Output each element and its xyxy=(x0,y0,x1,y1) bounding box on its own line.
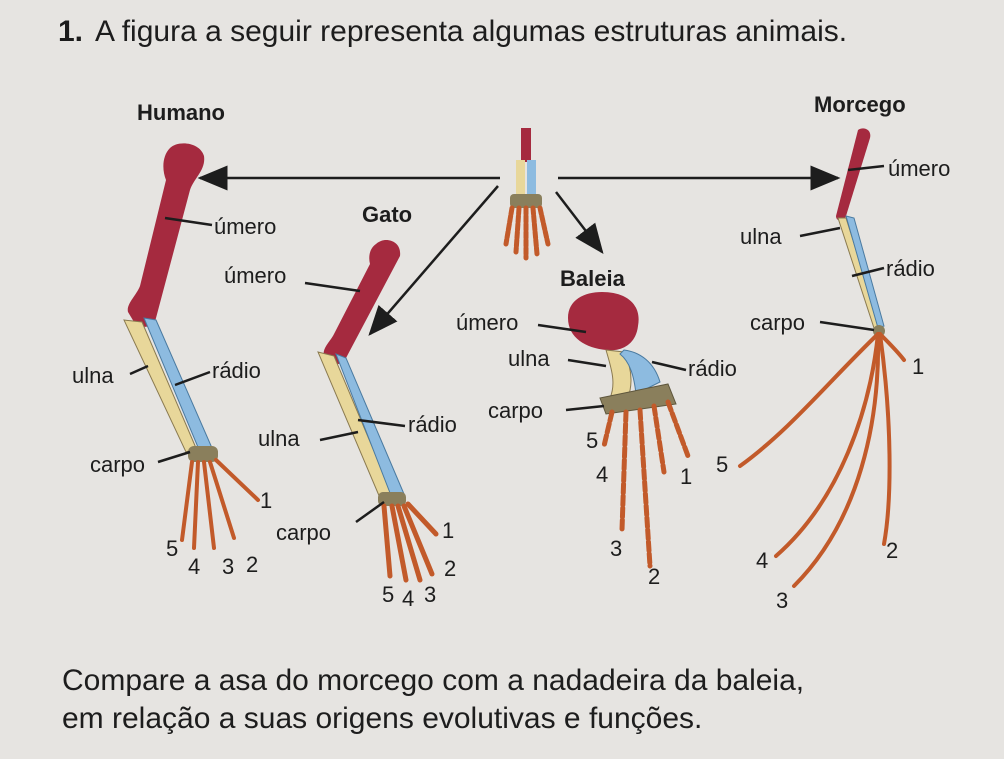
cat-carpals xyxy=(378,492,406,506)
generic-radius xyxy=(527,160,536,196)
human-label-radio: rádio xyxy=(212,358,261,383)
human-digit-3: 3 xyxy=(222,554,234,579)
cat-label-ulna: ulna xyxy=(258,426,300,451)
human-label-ulna: ulna xyxy=(72,363,114,388)
bat-digit-3: 3 xyxy=(776,588,788,613)
whale-label-carpo: carpo xyxy=(488,398,543,423)
whale-limb xyxy=(568,292,691,569)
whale-carpals xyxy=(599,383,677,415)
human-label-carpo: carpo xyxy=(90,452,145,477)
human-limb xyxy=(123,143,260,550)
cat-labels: úmero ulna rádio carpo 1 2 3 4 5 xyxy=(224,263,457,611)
cat-digit-3: 3 xyxy=(424,582,436,607)
generic-ulna xyxy=(516,160,525,196)
human-digit-4: 4 xyxy=(188,554,200,579)
whale-label-radio: rádio xyxy=(688,356,737,381)
prompt-line-1: Compare a asa do morcego com a nadadeira… xyxy=(62,664,805,697)
cat-label-carpo: carpo xyxy=(276,520,331,545)
whale-digit-4: 4 xyxy=(596,462,608,487)
arrows xyxy=(197,165,841,336)
title-whale: Baleia xyxy=(560,266,626,291)
human-humerus xyxy=(127,143,205,327)
whale-digit-2: 2 xyxy=(648,564,660,589)
bat-label-umero: úmero xyxy=(888,156,950,181)
whale-label-umero: úmero xyxy=(456,310,518,335)
cat-digit-5: 5 xyxy=(382,582,394,607)
title-bat: Morcego xyxy=(814,92,906,117)
generic-carpals xyxy=(510,194,542,208)
bat-limb xyxy=(738,128,906,588)
cat-limb xyxy=(317,240,439,583)
question-header: 1. A figura a seguir representa algumas e… xyxy=(58,12,988,52)
human-carpals xyxy=(188,446,218,462)
generic-digits xyxy=(503,205,551,261)
question-text: A figura a seguir representa algumas est… xyxy=(95,15,848,48)
prompt-line-2: em relação a suas origens evolutivas e f… xyxy=(62,702,703,735)
bat-digit-4: 4 xyxy=(756,548,768,573)
cat-ulna xyxy=(317,351,393,499)
bat-label-radio: rádio xyxy=(886,256,935,281)
whale-digit-5: 5 xyxy=(586,428,598,453)
animal-titles: Humano Gato Baleia Morcego xyxy=(137,92,906,291)
whale-digits xyxy=(601,399,691,569)
title-cat: Gato xyxy=(362,202,412,227)
cat-radius xyxy=(335,353,405,499)
generic-humerus xyxy=(521,128,531,162)
question-number: 1. xyxy=(58,15,84,48)
bat-label-ulna: ulna xyxy=(740,224,782,249)
cat-digit-4: 4 xyxy=(402,586,414,611)
bat-digits xyxy=(738,332,906,588)
human-label-umero: úmero xyxy=(214,214,276,239)
cat-label-radio: rádio xyxy=(408,412,457,437)
whale-label-ulna: ulna xyxy=(508,346,550,371)
arrow-to-cat xyxy=(368,185,499,336)
arrow-to-whale xyxy=(555,191,604,254)
whale-labels: úmero ulna rádio carpo 1 2 3 4 5 xyxy=(456,310,737,589)
human-digit-5: 5 xyxy=(166,536,178,561)
generic-limb-diagram xyxy=(503,128,551,261)
bat-digit-1: 1 xyxy=(912,354,924,379)
cat-humerus xyxy=(323,240,401,365)
title-human: Humano xyxy=(137,100,225,125)
bat-digit-5: 5 xyxy=(716,452,728,477)
bat-digit-2: 2 xyxy=(886,538,898,563)
human-digit-2: 2 xyxy=(246,552,258,577)
cat-label-umero: úmero xyxy=(224,263,286,288)
human-digits xyxy=(180,458,260,550)
whale-humerus xyxy=(568,292,639,351)
prompt-text: Compare a asa do morcego com a nadadeira… xyxy=(62,662,992,738)
whale-digit-1: 1 xyxy=(680,464,692,489)
human-digit-1: 1 xyxy=(260,488,272,513)
cat-digit-1: 1 xyxy=(442,518,454,543)
human-labels: úmero ulna rádio carpo 1 2 3 4 5 xyxy=(72,214,276,579)
bat-label-carpo: carpo xyxy=(750,310,805,335)
cat-digits xyxy=(381,501,439,583)
bat-labels: úmero ulna rádio carpo 1 2 3 4 5 xyxy=(716,156,950,613)
leader-lines xyxy=(129,164,885,524)
whale-digit-3: 3 xyxy=(610,536,622,561)
bat-humerus xyxy=(836,128,871,221)
cat-digit-2: 2 xyxy=(444,556,456,581)
